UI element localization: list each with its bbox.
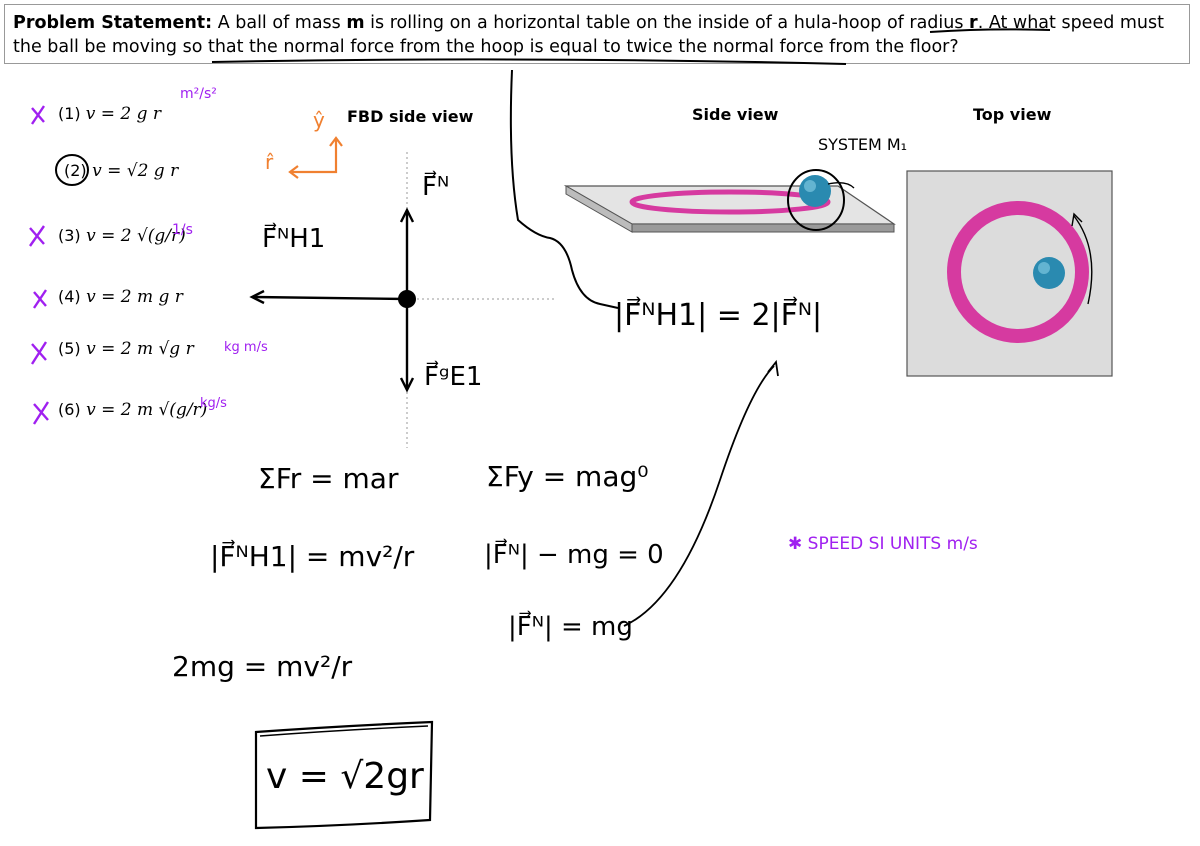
floor-equation-1: |F⃗ᴺ| − mg = 0 [484, 540, 664, 570]
divider-curve [509, 69, 619, 309]
r-hat-label: r̂ [265, 150, 274, 174]
problem-statement: Problem Statement: A ball of mass m is r… [4, 4, 1190, 64]
x-mark-6 [32, 401, 50, 425]
relation-equation: |F⃗ᴺH1| = 2|F⃗ᴺ| [614, 298, 823, 333]
correct-circle [55, 154, 89, 186]
gravity-label: F⃗ᵍE1 [424, 362, 483, 392]
wrong-marks [29, 105, 50, 425]
combined-equation: 2mg = mv²/r [172, 650, 353, 683]
hoop-normal-label: F⃗ᴺH1 [262, 224, 326, 254]
side-view-hoop [629, 189, 831, 215]
sum-r-equation: ΣFr = mar [258, 462, 399, 495]
problem-label: Problem Statement: [13, 13, 213, 33]
sum-y-equation: ΣFy = mag⁰ [486, 460, 649, 493]
floor-normal-label: F⃗ᴺ [422, 172, 450, 202]
fbd-force-arrows [249, 207, 415, 393]
side-view-table [563, 169, 896, 233]
option-1: (1) v = 2 g r [58, 104, 162, 124]
hoop-force-equation: |F⃗ᴺH1| = mv²/r [210, 540, 415, 573]
arrow-hoop-normal [253, 295, 408, 301]
substitution-arrow [623, 365, 775, 627]
top-view-title: Top view [973, 105, 1052, 124]
underline-speed [929, 28, 1051, 33]
side-view-title: Side view [692, 105, 779, 124]
unit-vector-axes [288, 136, 343, 179]
floor-equation-2: |F⃗ᴺ| = mg [508, 612, 633, 642]
x-mark-5 [30, 341, 48, 365]
option-4: (4) v = 2 m g r [58, 287, 183, 307]
y-hat-label: ŷ [313, 108, 325, 132]
system-circle [787, 169, 845, 231]
x-mark-3 [29, 225, 45, 247]
side-view-ball [799, 175, 831, 207]
option-3: (3) v = 2 √(g/r) [58, 226, 186, 246]
fbd-point-mass [398, 290, 416, 308]
problem-text-3: . At what speed must the ball be moving … [13, 13, 1165, 57]
fbd-title: FBD side view [347, 107, 474, 126]
top-view-hoop [947, 201, 1089, 343]
problem-text-2: is rolling on a horizontal table on the … [364, 13, 970, 33]
top-view [906, 170, 1113, 377]
problem-text-1: A ball of mass [212, 13, 347, 33]
answer-equation: v = √2gr [266, 756, 424, 797]
problem-mass: m [346, 13, 365, 33]
speed-note: ✱ SPEED SI UNITS m/s [788, 534, 978, 554]
top-view-ball [1033, 257, 1065, 289]
units-option-3: 1/s [172, 222, 193, 238]
option-2: (2) v = √2 g r [64, 161, 179, 181]
units-option-5: kg m/s [224, 340, 268, 355]
option-5: (5) v = 2 m √g r [58, 339, 194, 359]
option-6: (6) v = 2 m √(g/r) [58, 400, 208, 420]
units-option-1: m²/s² [180, 86, 217, 102]
x-mark-1 [31, 105, 45, 125]
problem-radius: r [969, 13, 978, 33]
answer-box [254, 720, 434, 830]
x-mark-4 [33, 289, 47, 309]
system-label: SYSTEM M₁ [818, 135, 908, 154]
units-option-6: kg/s [200, 396, 227, 411]
underline-normal-force [211, 58, 847, 65]
